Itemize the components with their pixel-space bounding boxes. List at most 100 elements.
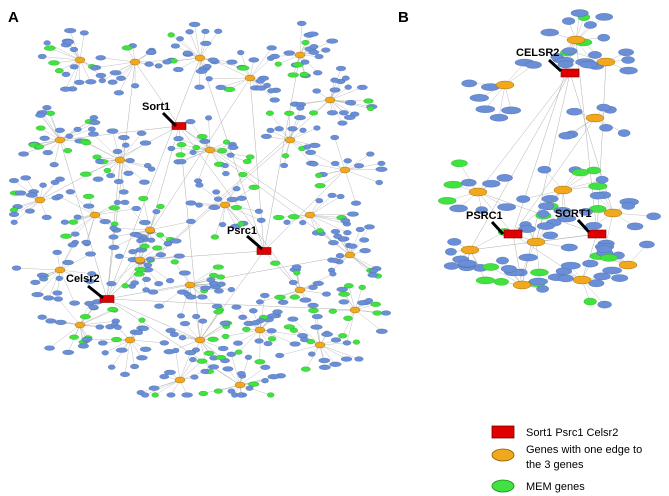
gene-node	[272, 309, 283, 315]
gene-node	[18, 151, 29, 157]
gene-node	[159, 374, 170, 380]
network-edge	[354, 287, 363, 311]
gene-node	[321, 331, 333, 337]
mem-gene-node	[338, 291, 350, 297]
panel-b-network	[438, 9, 661, 309]
gene-node	[646, 212, 661, 221]
network-edge	[319, 344, 325, 368]
network-edge	[125, 259, 141, 286]
network-edge	[342, 309, 356, 336]
gene-node	[359, 237, 370, 243]
gene-node	[255, 78, 265, 84]
mem-gene-node	[254, 359, 266, 365]
network-edge	[309, 196, 341, 216]
gene-node	[330, 77, 339, 83]
mem-gene-node	[328, 308, 337, 314]
gene-node	[346, 211, 359, 217]
callout-celsr2: Celsr2	[66, 273, 104, 300]
network-edge	[79, 320, 116, 326]
mem-gene-node	[213, 388, 223, 394]
mem-gene-node	[234, 349, 243, 355]
network-edge	[477, 191, 514, 235]
network-edge	[129, 339, 165, 344]
gene-node	[152, 209, 161, 215]
mem-gene-node	[167, 32, 175, 38]
gene-node	[557, 274, 574, 283]
gene-node	[108, 244, 120, 250]
mem-gene-node	[438, 197, 457, 205]
mem-gene-node	[358, 284, 366, 290]
network-edge	[309, 213, 353, 216]
gene-node	[227, 144, 239, 150]
mem-gene-node	[287, 214, 300, 220]
gene-node	[233, 340, 243, 346]
gene-node	[232, 186, 241, 192]
network-edge	[309, 214, 342, 218]
network-edge	[100, 57, 136, 63]
hub-gene-node	[114, 156, 126, 164]
network-edge	[236, 306, 261, 331]
gene-node	[516, 195, 531, 203]
gene-node	[236, 195, 247, 201]
hub-gene-node	[495, 80, 515, 90]
network-edge	[189, 266, 219, 286]
gene-node	[112, 148, 123, 155]
mem-gene-node	[343, 315, 353, 321]
gene-node	[113, 324, 122, 330]
gene-node	[311, 314, 323, 320]
gene-node	[560, 243, 578, 252]
network-edge	[119, 159, 124, 193]
gene-node	[95, 55, 106, 61]
network-edge	[348, 285, 356, 311]
mem-gene-node	[242, 326, 251, 332]
gene-node	[283, 50, 295, 56]
gene-node	[163, 369, 176, 375]
mem-gene-node	[293, 270, 301, 276]
gene-node	[154, 281, 164, 287]
network-edge	[46, 42, 81, 61]
gene-node	[25, 192, 38, 198]
gene-node	[162, 59, 172, 65]
network-edge	[329, 68, 342, 101]
gene-node	[62, 259, 74, 266]
gene-node	[148, 385, 160, 391]
hub-gene-node	[204, 146, 216, 154]
gene-node	[475, 206, 488, 214]
gene-node	[617, 129, 631, 137]
legend-item-target-genes: Sort1 Psrc1 Celsr2	[491, 425, 618, 439]
network-edge	[189, 31, 201, 59]
gene-node	[173, 253, 185, 259]
network-edge	[86, 142, 121, 161]
mem-gene-node	[571, 168, 590, 177]
gene-node	[381, 310, 391, 316]
network-edge	[54, 139, 61, 165]
gene-node	[154, 303, 165, 309]
gene-node	[85, 79, 97, 85]
gene-node	[538, 202, 555, 210]
gene-node	[518, 225, 536, 233]
gene-node	[251, 320, 261, 326]
network-edge	[179, 352, 191, 381]
gene-node	[307, 302, 319, 308]
gene-node	[266, 328, 277, 334]
panel-b-label: B	[398, 9, 409, 26]
network-edge	[175, 350, 181, 381]
gene-node	[113, 179, 124, 185]
mem-gene-node	[69, 334, 79, 340]
gene-node	[518, 253, 538, 262]
gene-node	[254, 208, 263, 214]
mem-gene-node	[46, 110, 56, 116]
network-edge	[469, 72, 571, 251]
gene-node	[300, 59, 310, 65]
gene-node	[327, 192, 337, 198]
gene-node	[248, 57, 260, 63]
gene-node	[65, 133, 74, 139]
network-edge	[329, 99, 355, 115]
hub-gene-node	[74, 321, 86, 329]
gene-node	[578, 208, 593, 216]
gene-node	[55, 275, 64, 281]
network-edge	[106, 298, 201, 341]
gene-node	[227, 388, 236, 394]
gene-node	[73, 214, 82, 220]
gene-node	[335, 65, 347, 72]
